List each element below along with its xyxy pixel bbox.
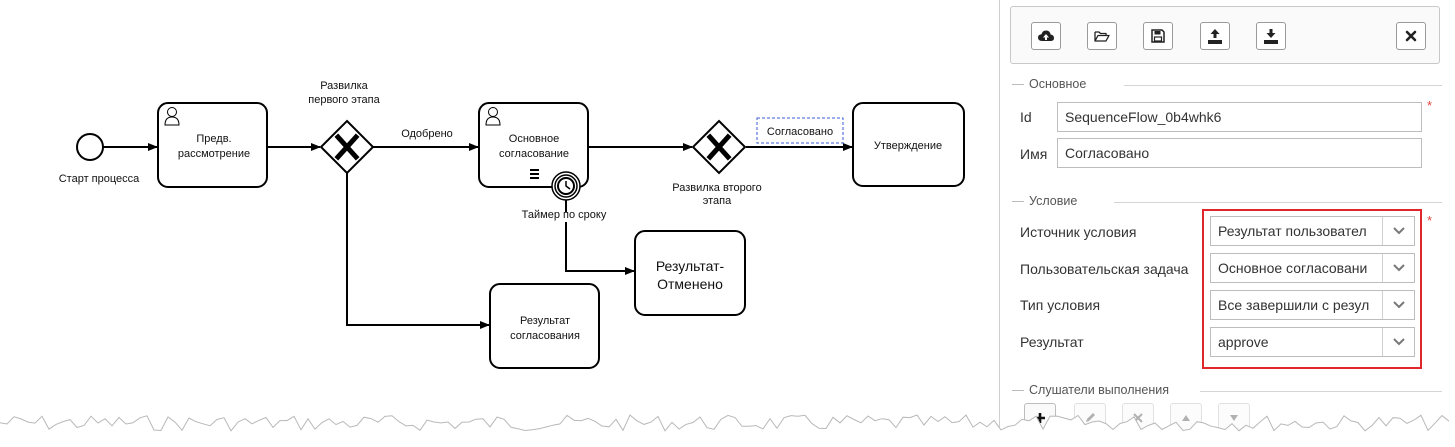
task-main-line1: Основное	[509, 133, 559, 145]
close-icon	[1405, 30, 1417, 42]
bpmn-diagram: Старт процесса Предв. рассмотрение Разви…	[59, 80, 965, 369]
id-label: Id	[1020, 109, 1032, 125]
task-main-line2: согласование	[499, 148, 569, 160]
task-approval[interactable]: Утверждение	[852, 102, 965, 187]
folder-open-icon	[1094, 30, 1110, 42]
timer-boundary-event[interactable]	[551, 171, 581, 201]
user-task-label: Пользовательская задача	[1020, 261, 1189, 277]
save-button[interactable]	[1143, 22, 1173, 50]
task-cancel-line2: Отменено	[657, 276, 723, 292]
task-prelim-line1: Предв.	[196, 133, 231, 145]
result-label: Результат	[1020, 334, 1084, 350]
condition-type-select[interactable]: Все завершили с резул	[1210, 290, 1415, 320]
flow-agreed-label: Согласовано	[767, 126, 833, 138]
task-prelim-line2: рассмотрение	[178, 148, 250, 160]
task-main-approval[interactable]: Основное согласование	[478, 102, 589, 188]
id-input[interactable]: SequenceFlow_0b4whk6	[1057, 102, 1422, 132]
panel-toolbar	[1010, 6, 1440, 64]
gateway1-label-line1: Развилка	[320, 80, 368, 92]
move-down-icon	[1230, 415, 1238, 421]
gateway2-label-line2: этапа	[703, 195, 732, 207]
general-section-title-text: Основное	[1029, 77, 1087, 91]
result-value: approve	[1218, 334, 1269, 350]
general-section-title: Основное	[1012, 77, 1086, 91]
panel-divider[interactable]	[999, 0, 1000, 447]
chevron-down-icon	[1382, 254, 1414, 282]
name-label: Имя	[1020, 146, 1048, 162]
condition-source-select[interactable]: Результат пользовател	[1210, 216, 1415, 246]
torn-edge-effect	[0, 414, 1455, 447]
chevron-down-icon	[1382, 291, 1414, 319]
condition-section-title-text: Условие	[1029, 194, 1078, 208]
export-button[interactable]	[1200, 22, 1230, 50]
flow-timer-to-cancel[interactable]	[565, 200, 635, 275]
bpmn-canvas[interactable]: Старт процесса Предв. рассмотрение Разви…	[0, 0, 1000, 447]
condition-source-label: Источник условия	[1020, 224, 1137, 240]
import-icon	[1264, 28, 1278, 44]
user-task-value: Основное согласовани	[1218, 260, 1368, 276]
user-task-icon	[485, 107, 501, 126]
start-event-label: Старт процесса	[59, 173, 140, 185]
condition-type-value: Все завершили с резул	[1218, 297, 1370, 313]
result-select[interactable]: approve	[1210, 327, 1415, 357]
task-cancel-line1: Результат-	[656, 258, 725, 274]
listeners-section-title: Слушатели выполнения	[1012, 383, 1169, 397]
task-cancel-result[interactable]: Результат- Отменено	[634, 230, 746, 316]
edit-icon	[1086, 413, 1095, 422]
listeners-section-line	[1200, 391, 1442, 392]
gateway-second-stage[interactable]	[691, 119, 747, 175]
user-task-icon	[164, 107, 180, 126]
clock-icon	[557, 177, 575, 195]
timer-label-bg	[517, 208, 611, 222]
name-input[interactable]: Согласовано	[1057, 138, 1422, 168]
task-approval-result[interactable]: Результат согласования	[489, 283, 600, 369]
import-button[interactable]	[1256, 22, 1286, 50]
gateway1-label-line2: первого этапа	[308, 94, 380, 106]
condition-source-value: Результат пользовател	[1218, 223, 1367, 239]
condition-highlight-box	[1202, 209, 1422, 369]
close-button[interactable]	[1396, 22, 1426, 50]
multi-instance-icon	[530, 169, 539, 179]
flow-gateway1-to-result[interactable]	[346, 173, 490, 329]
condition-required-mark: *	[1427, 213, 1433, 228]
timer-label: Таймер по сроку	[522, 209, 607, 221]
general-section-line	[1124, 85, 1442, 86]
cloud-upload-button[interactable]	[1031, 22, 1061, 50]
condition-section-line	[1114, 202, 1442, 203]
chevron-down-icon	[1382, 217, 1414, 245]
flow-approved-label: Одобрено	[401, 128, 453, 140]
task-approval-label: Утверждение	[874, 140, 942, 152]
chevron-down-icon	[1382, 328, 1414, 356]
cloud-upload-icon	[1038, 30, 1054, 41]
properties-panel: Основное Id SequenceFlow_0b4whk6 * Имя С…	[1000, 0, 1455, 447]
open-button[interactable]	[1087, 22, 1117, 50]
flow-agreed-label-selected[interactable]: Согласовано	[756, 117, 844, 144]
exclusive-gateway-icon	[706, 133, 732, 161]
task-prelim-review[interactable]: Предв. рассмотрение	[157, 102, 268, 188]
exclusive-gateway-icon	[334, 133, 360, 161]
gateway-first-stage[interactable]	[319, 119, 375, 175]
id-required-mark: *	[1427, 98, 1433, 113]
user-task-select[interactable]: Основное согласовани	[1210, 253, 1415, 283]
save-icon	[1151, 29, 1165, 43]
start-event[interactable]	[76, 133, 104, 161]
gateway2-label-line1: Развилка второго	[672, 182, 761, 194]
condition-type-label: Тип условия	[1020, 297, 1101, 313]
listeners-section-title-text: Слушатели выполнения	[1029, 383, 1170, 397]
condition-section-title: Условие	[1012, 194, 1077, 208]
move-up-icon	[1182, 415, 1190, 421]
task-result-line2: согласования	[510, 330, 580, 342]
task-result-line1: Результат	[520, 315, 570, 327]
export-icon	[1208, 28, 1222, 44]
